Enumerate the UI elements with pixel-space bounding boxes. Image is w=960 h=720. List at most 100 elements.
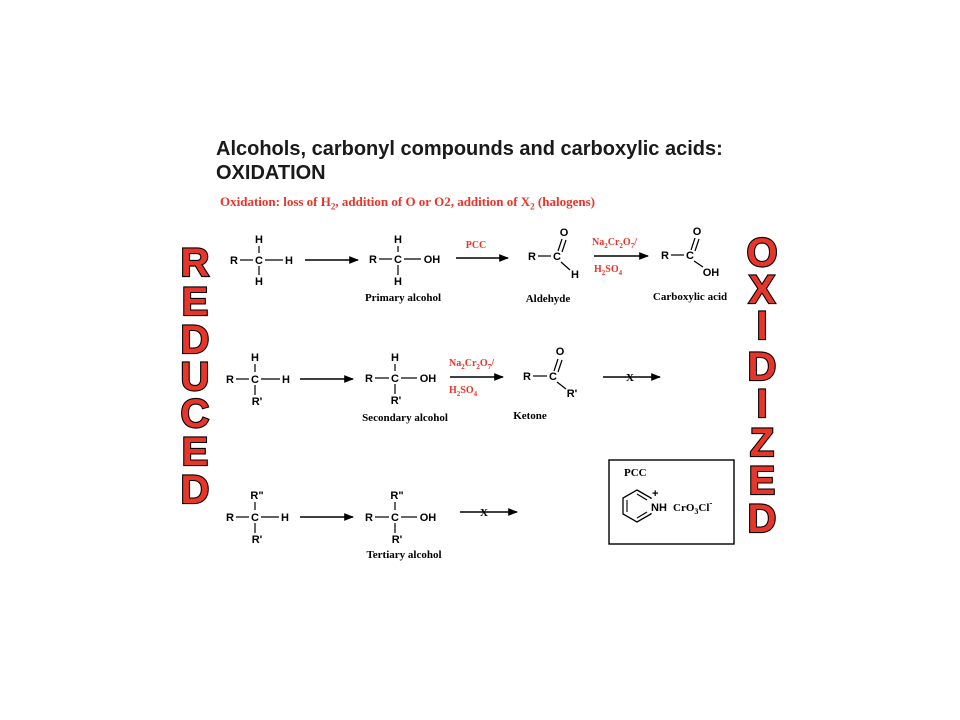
positive-charge: + [652, 488, 658, 500]
title-line-2: OXIDATION [216, 162, 326, 184]
atom-o: O [560, 227, 569, 239]
atom-h-right: H [281, 512, 289, 524]
atom-o: O [556, 346, 565, 358]
definition-text-2: , addition of O or O2, addition of X [335, 194, 531, 209]
oxidized-letter-o: O [746, 231, 777, 275]
atom-r-prime: R' [567, 388, 578, 400]
oxidized-letter-d2: D [748, 497, 777, 541]
label-secondary-alcohol: Secondary alcohol [362, 412, 448, 424]
label-carboxylic-acid: Carboxylic acid [653, 291, 727, 303]
atom-c: C [251, 374, 259, 386]
atom-r-prime: R' [392, 534, 403, 546]
definition-text-3: (halogens) [534, 194, 595, 209]
reduced-letter-c: C [181, 392, 210, 436]
atom-r: R [365, 373, 373, 385]
ethyl-like-compound: R C H R' H [226, 352, 290, 408]
tertiary-alkane-structure: R C R" R' H [226, 490, 289, 546]
reduced-letter-d: D [181, 318, 210, 362]
atom-c: C [686, 250, 694, 262]
reduced-side-label: R E D U C E D [179, 240, 210, 513]
atom-r: R [226, 512, 234, 524]
label-ketone: Ketone [513, 410, 547, 422]
atom-c: C [391, 373, 399, 385]
atom-h-right: H [285, 255, 293, 267]
row-secondary: R C H R' H R C H R' OH [226, 346, 661, 424]
atom-r-prime: R' [252, 534, 263, 546]
reagent-sulfuric-acid: H2SO4 [594, 264, 623, 277]
definition-text-1: Oxidation: loss of H [220, 194, 331, 209]
reduced-letter-e: E [182, 280, 209, 324]
atom-r: R [523, 371, 531, 383]
reduced-letter-u: U [181, 355, 210, 399]
definition-sub-2: 2 [530, 201, 535, 212]
no-reaction-mark-2: X [480, 507, 488, 519]
primary-alcohol-structure: R C H H OH [369, 234, 440, 288]
oxidized-side-label: O X I D I Z E D [745, 230, 778, 542]
atom-c: C [553, 251, 561, 263]
oxidized-letter-i2: I [756, 382, 767, 426]
atom-oh: OH [703, 267, 720, 279]
row-tertiary: R C R" R' H R C R" R' OH [226, 490, 518, 561]
atom-h: H [571, 269, 579, 281]
oxidized-letter-z: Z [750, 421, 774, 465]
atom-c: C [549, 371, 557, 383]
atom-r: R [528, 251, 536, 263]
reduced-letter-r: R [181, 241, 210, 285]
title-line-1: Alcohols, carbonyl compounds and carboxy… [216, 138, 723, 160]
atom-r: R [230, 255, 238, 267]
label-tertiary-alcohol: Tertiary alcohol [366, 549, 441, 561]
label-aldehyde: Aldehyde [526, 293, 571, 305]
atom-r-prime: R' [391, 395, 402, 407]
reduced-letter-e2: E [182, 430, 209, 474]
atom-c: C [391, 512, 399, 524]
reagent-dichromate-1: Na2Cr2O7/ H2SO4 [592, 237, 637, 277]
atom-r-double-prime: R" [250, 490, 263, 502]
atom-c: C [255, 255, 263, 267]
atom-h-right: H [282, 374, 290, 386]
oxidation-definition: Oxidation: loss of H2, addition of O or … [220, 194, 595, 212]
methyl-compound: R C H H H [230, 234, 293, 288]
atom-h-top: H [391, 352, 399, 364]
no-reaction-mark-1: X [626, 372, 634, 384]
atom-oh: OH [424, 254, 441, 266]
atom-c: C [251, 512, 259, 524]
atom-oh: OH [420, 373, 437, 385]
carboxylic-acid-structure: O R C OH [661, 226, 719, 279]
atom-r: R [365, 512, 373, 524]
atom-o: O [693, 226, 702, 238]
definition-sub-1: 2 [330, 201, 336, 212]
tertiary-alcohol-structure: R C R" R' OH [365, 490, 436, 546]
atom-h-bottom: H [394, 276, 402, 288]
atom-r: R [661, 250, 669, 262]
oxidized-letter-d: D [748, 345, 777, 389]
atom-h-top: H [251, 352, 259, 364]
atom-oh: OH [420, 512, 437, 524]
chlorochromate-anion: CrO3Cl- [673, 498, 712, 516]
atom-nh: NH [651, 502, 667, 514]
row-primary: R C H H H R C H H OH [230, 226, 727, 305]
reagent-dichromate-2: Na2Cr2O7/ H2SO4 [449, 358, 494, 398]
reagent-pcc-1: PCC [466, 240, 487, 251]
oxidized-letter-x: X [749, 268, 776, 312]
aldehyde-structure: O R C H [528, 227, 579, 281]
atom-c: C [394, 254, 402, 266]
ketone-structure: O R C R' [523, 346, 578, 400]
reagent-dichromate-top-2: Na2Cr2O7/ [449, 358, 494, 371]
slide-title: Alcohols, carbonyl compounds and carboxy… [216, 137, 723, 185]
pcc-box-title: PCC [624, 467, 647, 479]
atom-h-top: H [394, 234, 402, 246]
reagent-sulfuric-acid-2: H2SO4 [449, 385, 478, 398]
pyridinium-ring-icon [622, 489, 652, 523]
atom-h-bottom: H [255, 276, 263, 288]
oxidized-letter-i: I [756, 304, 767, 348]
atom-h-top: H [255, 234, 263, 246]
atom-r: R [226, 374, 234, 386]
atom-r-double-prime: R" [390, 490, 403, 502]
reduced-letter-d2: D [181, 468, 210, 512]
reagent-dichromate-top: Na2Cr2O7/ [592, 237, 637, 250]
pcc-reagent-box: PCC NH + CrO3Cl- [608, 459, 735, 545]
atom-r: R [369, 254, 377, 266]
oxidized-letter-e: E [749, 459, 776, 503]
